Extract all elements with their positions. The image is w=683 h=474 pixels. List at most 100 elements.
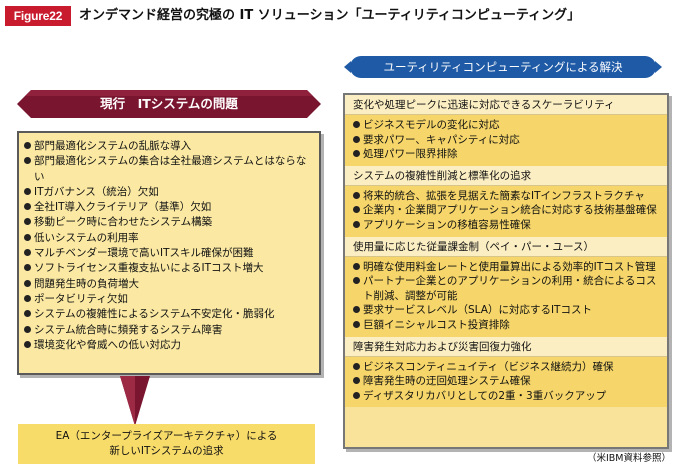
left-arrow-icon: [344, 61, 351, 73]
solution-banner: ユーティリティコンピューティングによる解決: [344, 56, 662, 78]
problem-item: 全社IT導入クライテリア（基準）欠如: [24, 200, 315, 215]
solution-item-text: 企業内・企業間アプリケーション統合に対応する技術基盤確保: [363, 204, 657, 217]
solution-item-text: 障害発生時の迂回処理システム確保: [363, 375, 531, 388]
solution-panel: 変化や処理ピークに迅速に対応できるスケーラビリティビジネスモデルの変化に対応要求…: [343, 93, 669, 449]
down-pointer-icon: [120, 376, 150, 426]
solution-item: パートナー企業とのアプリケーションの利用・統合によるコスト削減、調整が可能: [353, 274, 663, 303]
bullet-icon: [24, 233, 31, 241]
bullet-icon: [24, 249, 31, 257]
problem-item: ポータビリティ欠如: [24, 292, 315, 307]
problem-list: 部門最適化システムの乱脈な導入部門最適化システムの集合は全社最適システムとはなら…: [17, 131, 321, 375]
bullet-icon: [24, 203, 31, 211]
solution-item-text: アプリケーションの移植容易性確保: [363, 218, 531, 231]
bullet-icon: [353, 277, 360, 285]
bullet-icon: [24, 294, 31, 302]
bullet-icon: [353, 121, 360, 128]
solution-item: アプリケーションの移植容易性確保: [353, 218, 663, 233]
problem-item: ITガバナンス（統治）欠如: [24, 185, 315, 200]
problem-item-text: 低いシステムの利用率: [34, 231, 139, 244]
problem-item: マルチベンダー環境で高いITスキル確保が困難: [24, 246, 315, 261]
solution-item-text: 処理パワー限界排除: [363, 148, 458, 161]
bullet-icon: [24, 279, 31, 287]
bullet-icon: [24, 325, 31, 333]
problem-item: 移動ピーク時に合わせたシステム構築: [24, 215, 315, 230]
problem-item-text: 問題発生時の負荷増大: [34, 277, 139, 290]
bullet-icon: [353, 206, 360, 214]
problem-item-text: システム統合時に頻発するシステム障害: [34, 323, 223, 336]
solution-section-body: 将来的統合、拡張を見据えた簡素なITインフラストラクチャ企業内・企業間アプリケー…: [345, 185, 667, 237]
bullet-icon: [24, 340, 31, 348]
bullet-icon: [24, 187, 31, 195]
bullet-icon: [24, 310, 31, 318]
solution-section-body: ビジネスモデルの変化に対応要求パワー、キャパシティに対応処理パワー限界排除: [345, 115, 667, 166]
problem-item: 低いシステムの利用率: [24, 231, 315, 246]
solution-banner-label: ユーティリティコンピューティングによる解決: [383, 60, 623, 74]
right-arrow-icon: [655, 61, 662, 73]
bullet-icon: [24, 218, 31, 226]
solution-item-text: ビジネスモデルの変化に対応: [363, 119, 500, 131]
problem-item-text: 部門最適化システムの集合は全社最適システムとはならない: [34, 155, 307, 183]
ea-line-1: EA（エンタープライズアーキテクチャ）による: [55, 430, 278, 442]
solution-section-heading: 使用量に応じた従量課金制（ペイ・パー・ユース）: [345, 236, 667, 257]
bullet-icon: [353, 220, 360, 228]
problem-item-text: 部門最適化システムの乱脈な導入: [34, 140, 192, 152]
problem-item: 環境変化や脅威への低い対応力: [24, 338, 315, 353]
solution-item: 処理パワー限界排除: [353, 147, 663, 162]
bullet-icon: [24, 142, 31, 149]
problem-banner-label: 現行 ITシステムの問題: [100, 96, 238, 111]
figure-title: オンデマンド経営の究極の IT ソリューション「ユーティリティコンピューティング…: [79, 8, 581, 23]
figure-tag: Figure22: [5, 6, 71, 26]
problem-item-text: 全社IT導入クライテリア（基準）欠如: [34, 201, 212, 214]
solution-section-body: ビジネスコンティニュイティ（ビジネス継続力）確保障害発生時の迂回処理システム確保…: [345, 356, 667, 408]
problem-item: 部門最適化システムの乱脈な導入: [24, 139, 315, 154]
solution-item-text: ビジネスコンティニュイティ（ビジネス継続力）確保: [363, 360, 614, 373]
bullet-icon: [353, 391, 360, 399]
problem-item-text: マルチベンダー環境で高いITスキル確保が困難: [34, 247, 254, 260]
solution-item: 要求サービスレベル（SLA）に対応するITコスト: [353, 303, 663, 318]
bullet-icon: [353, 377, 360, 385]
solution-item-text: 要求パワー、キャパシティに対応: [363, 133, 520, 146]
problem-item-text: ポータビリティ欠如: [34, 292, 128, 305]
problem-item: システムの複雑性によるシステム不安定化・脆弱化: [24, 307, 315, 322]
solution-item: 将来的統合、拡張を見据えた簡素なITインフラストラクチャ: [353, 189, 663, 204]
solution-item-text: 要求サービスレベル（SLA）に対応するITコスト: [363, 304, 592, 317]
problem-item-text: システムの複雑性によるシステム不安定化・脆弱化: [34, 308, 275, 321]
solution-item: ディザスタリカバリとしての2重・3重バックアップ: [353, 389, 663, 404]
problem-item-text: 環境変化や脅威への低い対応力: [34, 338, 181, 351]
solution-section-heading: システムの複雑性削減と標準化の追求: [345, 165, 667, 186]
problem-banner: 現行 ITシステムの問題: [17, 90, 321, 118]
problem-item: 問題発生時の負荷増大: [24, 277, 315, 292]
banner-ribbon-icon: [17, 90, 321, 118]
bullet-icon: [24, 264, 31, 272]
solution-section-body: 明確な使用料金レートと使用量算出による効率的ITコスト管理パートナー企業とのアプ…: [345, 256, 667, 337]
solution-item: ビジネスコンティニュイティ（ビジネス継続力）確保: [353, 360, 663, 375]
bullet-icon: [353, 191, 360, 199]
solution-section-heading: 変化や処理ピークに迅速に対応できるスケーラビリティ: [345, 95, 667, 115]
solution-item-text: ディザスタリカバリとしての2重・3重バックアップ: [363, 389, 607, 402]
solution-item-text: 明確な使用料金レートと使用量算出による効率的ITコスト管理: [363, 260, 656, 273]
solution-item-text: パートナー企業とのアプリケーションの利用・統合によるコスト削減、調整が可能: [363, 275, 657, 302]
solution-item-text: 将来的統合、拡張を見据えた簡素なITインフラストラクチャ: [363, 189, 645, 202]
solution-item: 障害発生時の迂回処理システム確保: [353, 374, 663, 389]
solution-item: ビジネスモデルの変化に対応: [353, 118, 663, 133]
solution-section-heading: 障害発生対応力および災害回復力強化: [345, 336, 667, 357]
solution-item: 巨額イニシャルコスト投資排除: [353, 318, 663, 333]
problem-item-text: ITガバナンス（統治）欠如: [34, 185, 159, 198]
problem-item: ソフトライセンス重複支払いによるITコスト増大: [24, 261, 315, 276]
solution-item: 要求パワー、キャパシティに対応: [353, 133, 663, 148]
solution-item: 明確な使用料金レートと使用量算出による効率的ITコスト管理: [353, 260, 663, 275]
bullet-icon: [353, 135, 360, 143]
bullet-icon: [353, 362, 360, 370]
ea-box: EA（エンタープライズアーキテクチャ）による 新しいITシステムの追求: [18, 424, 315, 464]
ea-line-2: 新しいITシステムの追求: [109, 445, 224, 457]
problem-item-text: ソフトライセンス重複支払いによるITコスト増大: [34, 262, 264, 275]
bullet-icon: [353, 262, 360, 270]
bullet-icon: [353, 306, 360, 314]
bullet-icon: [353, 320, 360, 328]
problem-item: 部門最適化システムの集合は全社最適システムとはならない: [24, 154, 315, 185]
solution-item-text: 巨額イニシャルコスト投資排除: [363, 318, 510, 331]
solution-item: 企業内・企業間アプリケーション統合に対応する技術基盤確保: [353, 203, 663, 218]
source-note: （米IBM資料参照）: [586, 453, 671, 464]
bullet-icon: [24, 157, 31, 165]
bullet-icon: [353, 150, 360, 158]
